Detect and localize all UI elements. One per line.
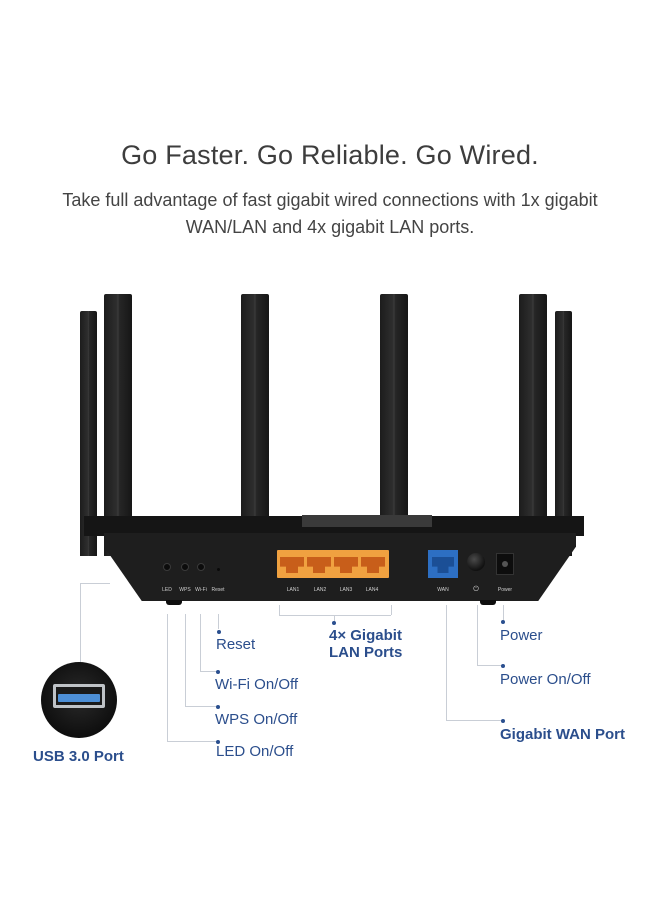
lan3-port[interactable] [334, 557, 358, 573]
lan-ports[interactable] [277, 550, 389, 578]
dot-led [216, 740, 220, 744]
wps-button[interactable] [181, 563, 189, 571]
leader-poweronoff-h [477, 665, 502, 666]
leader-lan-down [334, 615, 335, 623]
dot-power [501, 620, 505, 624]
antenna-left-inner [104, 294, 132, 556]
antenna-left-outer [80, 311, 97, 556]
leader-power [503, 605, 504, 620]
antenna-right-inner [519, 294, 547, 556]
callout-wan: Gigabit WAN Port [500, 726, 625, 743]
leader-usb-v [80, 583, 81, 663]
label-lan4: LAN4 [365, 587, 379, 593]
usb-icon [53, 684, 105, 708]
label-lan1: LAN1 [286, 587, 300, 593]
callout-wifi: Wi-Fi On/Off [215, 676, 299, 693]
label-wifi: Wi-Fi [195, 587, 207, 593]
router-top-plate [302, 515, 432, 527]
router-foot-left [166, 600, 182, 605]
callout-lan-line2: LAN Ports [329, 644, 403, 661]
leader-wps-v [185, 614, 186, 706]
dot-wifi [216, 670, 220, 674]
label-wps: WPS [179, 587, 191, 593]
wifi-button[interactable] [197, 563, 205, 571]
label-power: Power [497, 587, 513, 593]
callout-led: LED On/Off [216, 743, 294, 760]
leader-lan-h [279, 615, 391, 616]
lan2-port[interactable] [307, 557, 331, 573]
dot-poweronoff [501, 664, 505, 668]
power-symbol-icon: ⏻ [473, 586, 479, 593]
label-reset: Reset [211, 587, 225, 593]
leader-poweronoff-v [477, 605, 478, 665]
callout-wps: WPS On/Off [215, 711, 298, 728]
label-lan2: LAN2 [313, 587, 327, 593]
dot-lan [332, 621, 336, 625]
page-headline: Go Faster. Go Reliable. Go Wired. [121, 140, 539, 170]
wan-jack [432, 557, 454, 573]
leader-wan-h [446, 720, 502, 721]
reset-pinhole[interactable] [217, 568, 220, 571]
dot-reset [217, 630, 221, 634]
callout-usb: USB 3.0 Port [33, 748, 124, 765]
callout-power: Power [500, 627, 543, 644]
wan-port[interactable] [428, 550, 458, 578]
leader-lan-right [391, 605, 392, 615]
usb-port-inset [41, 662, 117, 738]
leader-wps-h [185, 706, 217, 707]
lan4-port[interactable] [361, 557, 385, 573]
led-button[interactable] [163, 563, 171, 571]
power-jack[interactable] [496, 553, 514, 575]
router-foot-right [480, 600, 496, 605]
callout-power-onoff: Power On/Off [500, 671, 591, 688]
lan1-port[interactable] [280, 557, 304, 573]
leader-wan-v [446, 605, 447, 720]
leader-led-v [167, 614, 168, 741]
label-wan: WAN [437, 587, 449, 593]
dot-wps [216, 705, 220, 709]
label-led: LED [162, 587, 172, 593]
leader-wifi-h [200, 671, 217, 672]
leader-led-h [167, 741, 217, 742]
leader-lan-left [279, 605, 280, 615]
power-button[interactable] [467, 553, 485, 571]
leader-usb-h [80, 583, 110, 584]
callout-reset: Reset [216, 636, 256, 653]
leader-wifi-v [200, 614, 201, 671]
dot-wan [501, 719, 505, 723]
usb-tongue [58, 694, 100, 702]
antenna-right-outer [555, 311, 572, 556]
page-subtitle: Take full advantage of fast gigabit wire… [62, 190, 598, 237]
label-lan3: LAN3 [339, 587, 353, 593]
callout-lan-line1: 4× Gigabit [329, 627, 402, 644]
leader-reset [218, 614, 219, 629]
